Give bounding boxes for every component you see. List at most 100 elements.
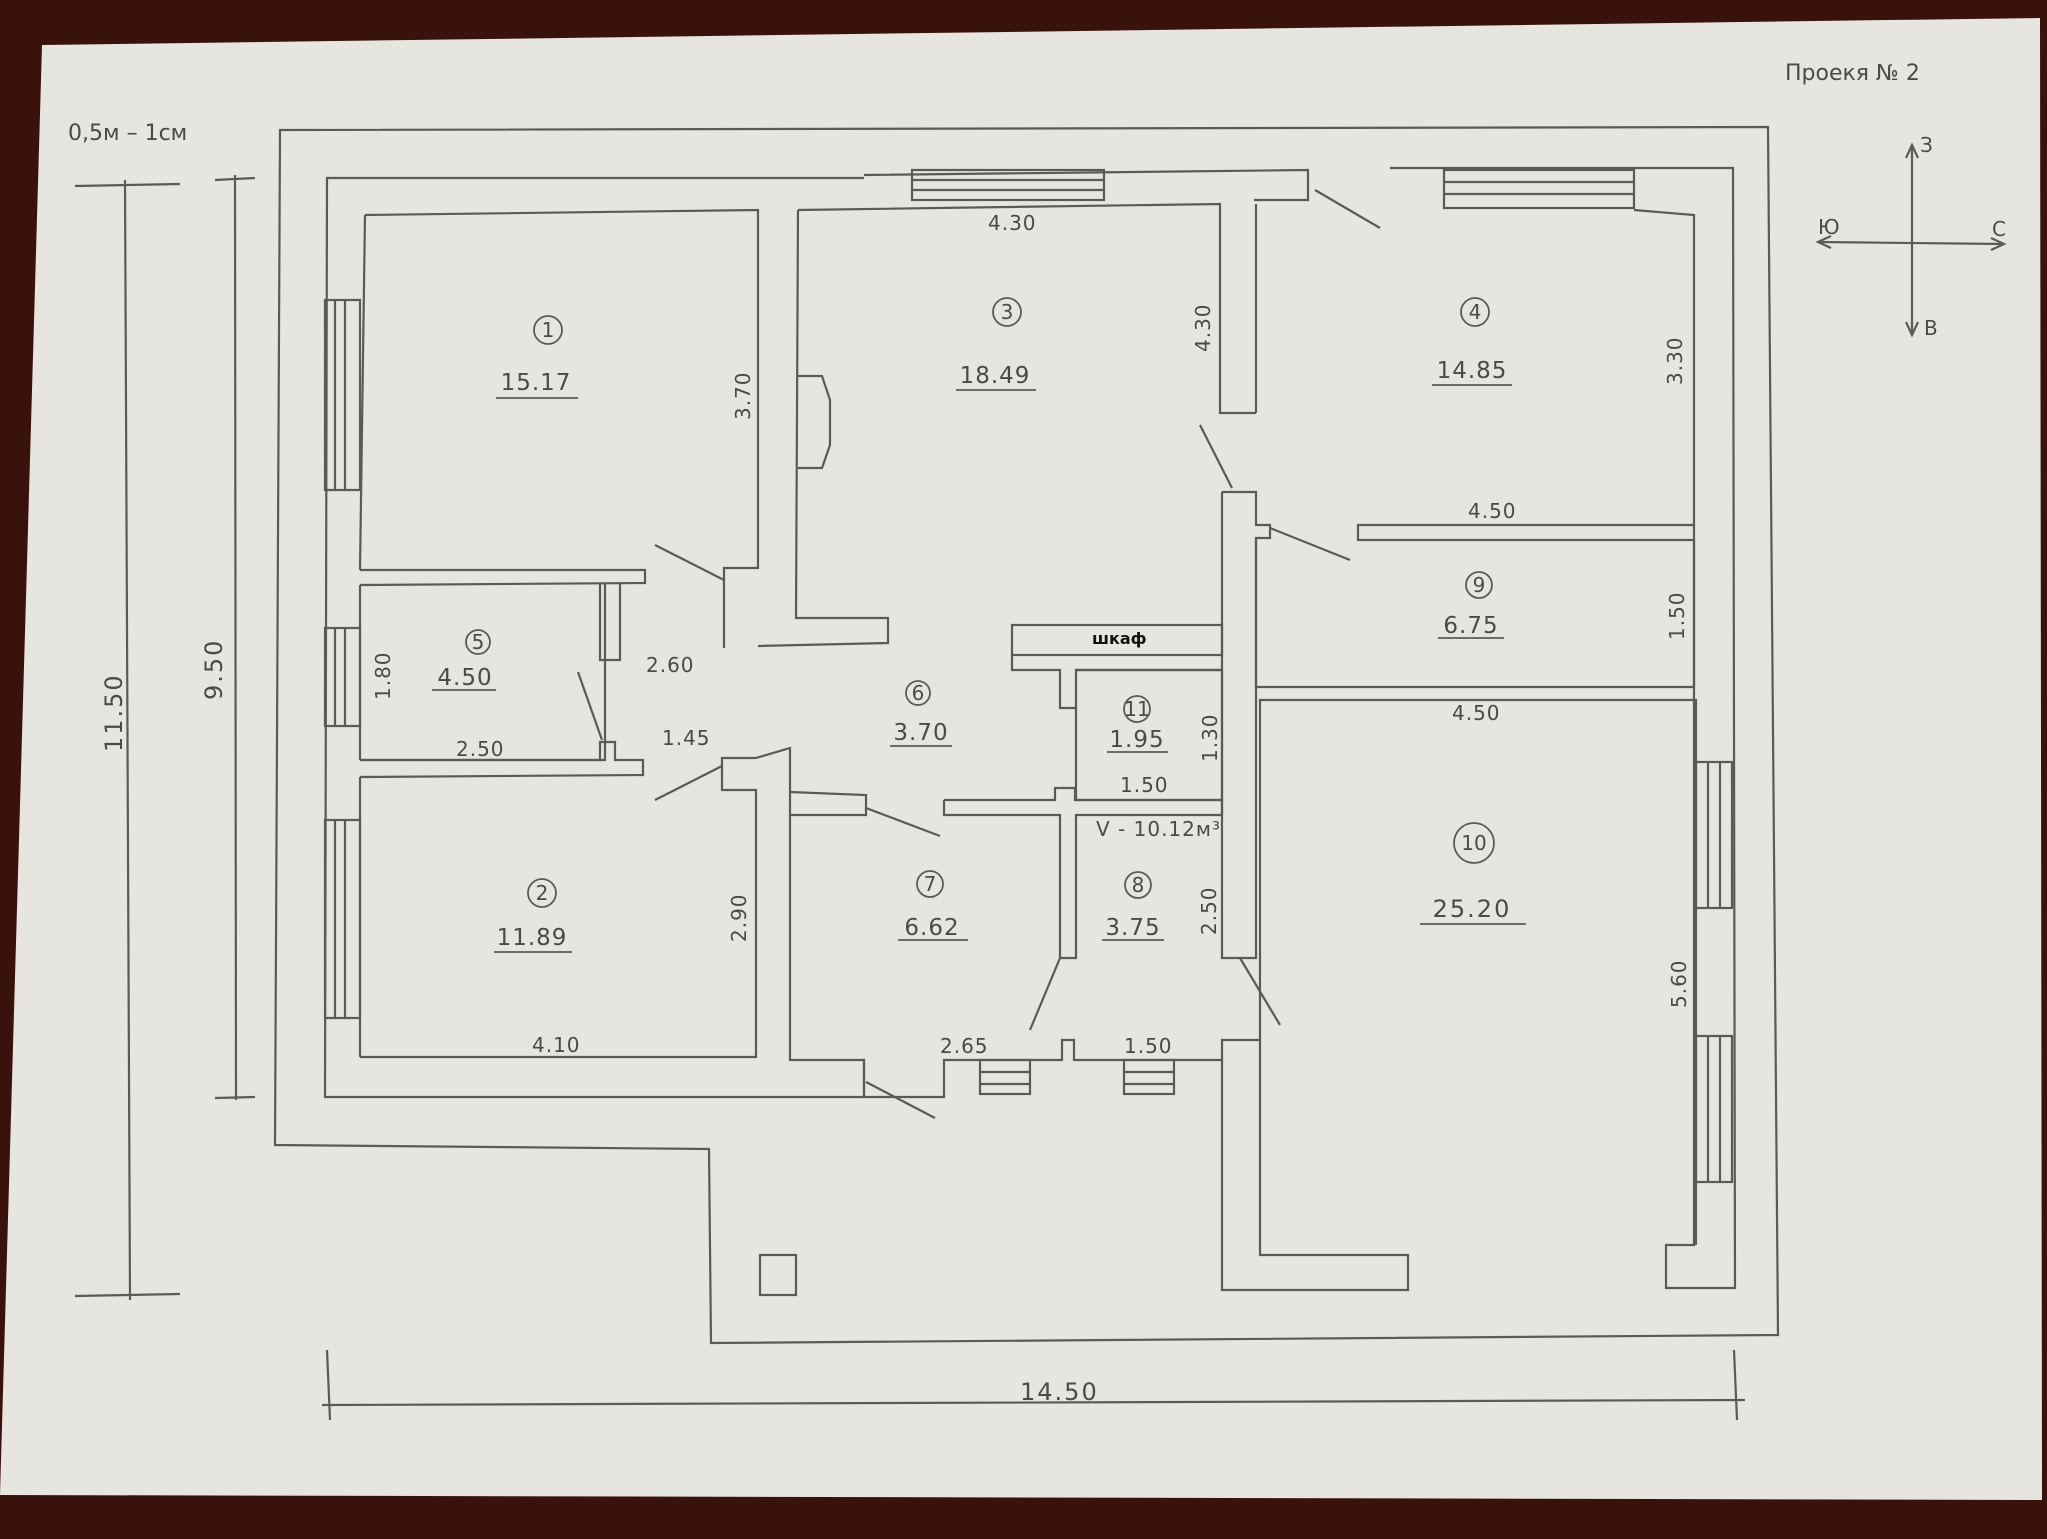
room-5-marker bbox=[465, 629, 491, 655]
room-11-marker bbox=[1123, 695, 1151, 723]
window-right-room10-bottom bbox=[1694, 1034, 1734, 1184]
window-left-room1 bbox=[323, 298, 362, 492]
closet-label: шкаф bbox=[1092, 629, 1147, 648]
dim-inner-height-label: 9.50 bbox=[200, 639, 228, 700]
dim-room9-width: 4.50 bbox=[1468, 499, 1517, 523]
room-1-marker bbox=[533, 315, 563, 345]
door-swing-bottom bbox=[865, 1081, 936, 1119]
outer-wall-right bbox=[1390, 166, 1737, 1290]
volume-label: V - 10.12м³ bbox=[1096, 817, 1221, 841]
yard-square bbox=[758, 1253, 798, 1297]
window-top-room4 bbox=[1442, 168, 1636, 210]
room10-walls bbox=[1220, 1040, 1410, 1292]
dim-room5-width: 2.50 bbox=[456, 737, 505, 761]
door-swing-room8-left bbox=[1028, 957, 1062, 1031]
room-3-id: 3 bbox=[1001, 300, 1014, 324]
central-partition bbox=[1220, 490, 1272, 960]
room-3-area: 18.49 bbox=[960, 363, 1031, 389]
room-6-id: 6 bbox=[912, 681, 925, 705]
door-swing-room2 bbox=[654, 765, 723, 801]
dim-total-height bbox=[74, 179, 181, 1301]
compass-north: З bbox=[1920, 133, 1933, 157]
room3-walls bbox=[797, 202, 1256, 415]
window-bottom-room7 bbox=[978, 1058, 1032, 1096]
room9-walls bbox=[1254, 523, 1696, 689]
door-swing-room10 bbox=[1239, 957, 1281, 1026]
room-1-area: 15.17 bbox=[501, 370, 572, 396]
room-7-area: 6.62 bbox=[904, 915, 959, 941]
door-swing-room5 bbox=[576, 671, 604, 741]
dim-room8-height: 2.50 bbox=[1197, 886, 1221, 935]
door-swing-room3 bbox=[1199, 424, 1233, 489]
room-7-id: 7 bbox=[924, 872, 937, 896]
dim-room2-width: 4.10 bbox=[532, 1033, 581, 1057]
dim-room2-height: 2.90 bbox=[727, 893, 751, 942]
door-swing-entry bbox=[1314, 189, 1381, 229]
room7-top-wall bbox=[942, 786, 1224, 960]
dim-corridor-1-45: 1.45 bbox=[662, 726, 711, 750]
room-3-marker bbox=[992, 297, 1022, 327]
dim-room11-width: 1.50 bbox=[1120, 773, 1169, 797]
dim-room10-width: 4.50 bbox=[1452, 701, 1501, 725]
room3-left-wall bbox=[757, 209, 890, 648]
paper-sheet bbox=[0, 18, 2042, 1500]
window-right-room10-top bbox=[1694, 760, 1734, 910]
dim-room1-height: 3.70 bbox=[731, 371, 755, 420]
room-5-id: 5 bbox=[472, 630, 485, 654]
door-swing-room7 bbox=[865, 806, 941, 838]
outer-wall-top-right bbox=[863, 168, 1310, 202]
dim-room3-height: 4.30 bbox=[1191, 303, 1215, 352]
outer-boundary bbox=[273, 125, 1780, 1345]
dim-room3-width: 4.30 bbox=[988, 211, 1037, 235]
room-11-area: 1.95 bbox=[1109, 727, 1164, 753]
window-bottom-room8 bbox=[1122, 1058, 1176, 1096]
compass-south: В bbox=[1924, 316, 1938, 340]
project-title: Проекя № 2 bbox=[1785, 61, 1920, 86]
dim-room9-height: 1.50 bbox=[1665, 591, 1689, 640]
fireplace bbox=[798, 374, 832, 470]
window-left-room5 bbox=[323, 626, 362, 728]
room-4-area: 14.85 bbox=[1437, 358, 1508, 384]
dim-room7-width: 2.65 bbox=[940, 1034, 989, 1058]
window-left-room2 bbox=[323, 818, 362, 1020]
dim-total-width-label: 14.50 bbox=[1020, 1378, 1099, 1406]
room-4-id: 4 bbox=[1469, 300, 1482, 324]
room7-bottom bbox=[862, 698, 1698, 1245]
dim-room8-width: 1.50 bbox=[1124, 1034, 1173, 1058]
room1-bottom-wall bbox=[359, 568, 647, 587]
dim-corridor-2-60: 2.60 bbox=[646, 653, 695, 677]
scale-note: 0,5м – 1см bbox=[68, 121, 187, 146]
room-9-marker bbox=[1465, 571, 1493, 599]
room-9-id: 9 bbox=[1473, 573, 1486, 597]
room-10-marker bbox=[1453, 822, 1495, 864]
room5-bottom bbox=[359, 740, 645, 779]
room-10-id: 10 bbox=[1461, 831, 1486, 855]
room-11-id: 11 bbox=[1124, 697, 1149, 721]
door-swing-room1 bbox=[654, 544, 725, 581]
room7-walls bbox=[789, 790, 868, 817]
room-6-area: 3.70 bbox=[893, 720, 948, 746]
room-2-area: 11.89 bbox=[497, 925, 568, 951]
compass-rose bbox=[1815, 142, 2007, 338]
compass-east: С bbox=[1992, 217, 2006, 241]
dim-room5-height: 1.80 bbox=[371, 651, 395, 700]
door-swing-room9 bbox=[1269, 526, 1351, 562]
dim-total-height-label: 11.50 bbox=[100, 673, 128, 752]
dim-total-width bbox=[321, 1349, 1746, 1421]
room-2-marker bbox=[527, 878, 557, 908]
room5-right-wall bbox=[598, 583, 622, 662]
room-5-area: 4.50 bbox=[437, 665, 492, 691]
dim-inner-height bbox=[214, 174, 256, 1101]
dim-room11-height: 1.30 bbox=[1198, 713, 1222, 762]
room-1-id: 1 bbox=[542, 318, 555, 342]
room-8-area: 3.75 bbox=[1105, 915, 1160, 941]
room-8-marker bbox=[1124, 871, 1152, 899]
room-2-id: 2 bbox=[536, 881, 549, 905]
room-7-marker bbox=[916, 870, 944, 898]
dim-room4-height: 3.30 bbox=[1663, 336, 1687, 385]
room1-walls bbox=[364, 208, 760, 648]
compass-west: Ю bbox=[1818, 215, 1840, 239]
room-6-marker bbox=[905, 680, 931, 706]
